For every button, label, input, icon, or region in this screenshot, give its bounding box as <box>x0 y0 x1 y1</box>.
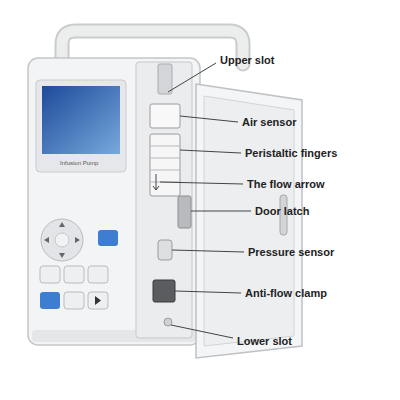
callout-label: Lower slot <box>237 334 292 348</box>
callout-label: Door latch <box>255 204 309 218</box>
direction-pad <box>41 219 83 261</box>
callout-label: Peristaltic fingers <box>245 146 337 160</box>
pressure-sensor <box>158 240 172 260</box>
key <box>40 292 60 309</box>
callout-label: Pressure sensor <box>248 245 334 259</box>
upper-slot <box>158 64 172 94</box>
ok-button <box>98 230 118 246</box>
leader-line <box>180 150 241 153</box>
pump-door <box>196 84 302 358</box>
leader-line <box>168 63 216 92</box>
leader-line <box>172 250 244 252</box>
finger-lines <box>150 146 180 182</box>
leader-line <box>191 211 251 212</box>
key <box>40 266 60 283</box>
pad-center <box>55 233 69 247</box>
key <box>64 266 84 283</box>
door-panel <box>204 96 294 346</box>
screen-label: Infusion Pump <box>60 160 98 167</box>
key <box>88 266 108 283</box>
flow-arrow <box>153 174 159 190</box>
play-icon <box>95 296 101 305</box>
screen <box>42 86 120 154</box>
door-latch <box>178 196 191 228</box>
air-sensor <box>150 104 180 128</box>
callout-label: Anti-flow clamp <box>245 286 327 300</box>
leader-lines <box>160 63 251 338</box>
leader-line <box>171 325 233 338</box>
key <box>64 292 84 309</box>
peristaltic-fingers <box>150 134 180 196</box>
leader-line <box>180 116 238 122</box>
callout-label: Upper slot <box>220 53 274 67</box>
callout-label: Air sensor <box>242 115 296 129</box>
screen-bezel <box>36 80 126 172</box>
leader-line <box>160 182 243 184</box>
callout-label: The flow arrow <box>247 177 325 191</box>
pump-body <box>28 58 200 345</box>
lower-slot <box>164 318 172 326</box>
tube-channel <box>136 62 192 338</box>
key <box>88 292 108 309</box>
leader-line <box>175 291 241 293</box>
pad-arrows <box>44 222 80 258</box>
anti-flow-clamp <box>153 280 175 302</box>
